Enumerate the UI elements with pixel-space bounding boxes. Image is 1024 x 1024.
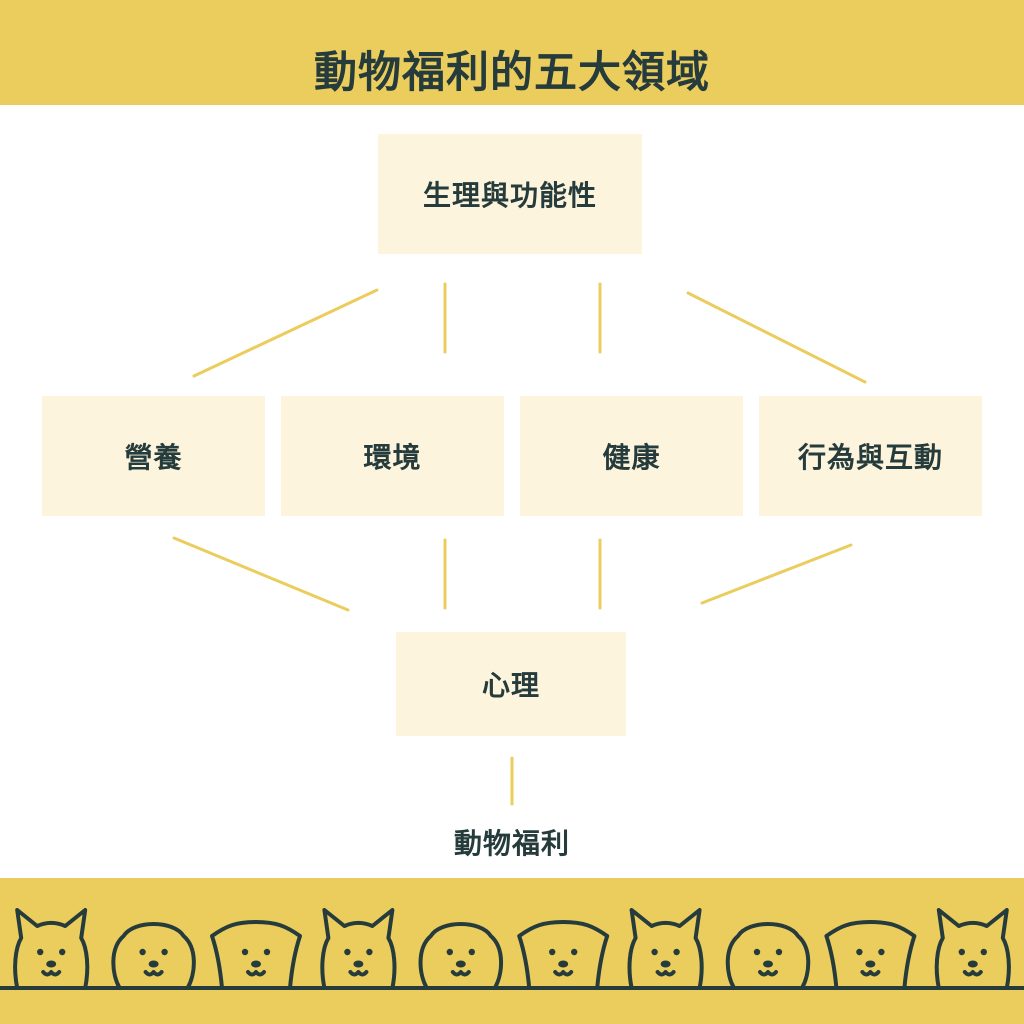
dog-mouth — [246, 970, 266, 977]
dog-eye — [856, 948, 863, 956]
dog-head-outline — [725, 922, 811, 990]
dog-eye — [878, 948, 885, 956]
domain-box-behaviour: 行為與互動 — [759, 396, 982, 516]
dog-mouth — [860, 970, 881, 977]
dog-eye — [980, 948, 987, 956]
domain-label: 環境 — [363, 441, 422, 474]
dog-head-outline — [13, 908, 90, 990]
dog-mouth — [655, 970, 676, 977]
dog-eye — [241, 948, 249, 956]
connector-line — [192, 288, 379, 378]
dog-nose — [763, 960, 773, 968]
header-banner — [0, 0, 1024, 105]
dog-head-outline — [210, 920, 302, 990]
dog-nose — [660, 960, 671, 968]
domain-box-physical: 生理與功能性 — [378, 134, 642, 254]
dog-eye — [263, 948, 271, 956]
dog-icon — [627, 908, 704, 990]
dog-head-outline — [418, 922, 504, 990]
result-label: 動物福利 — [453, 827, 570, 860]
dog-mouth — [143, 970, 164, 977]
dog-head-outline — [111, 922, 196, 990]
dog-icon — [725, 922, 811, 990]
dog-mouth — [758, 970, 778, 977]
domain-label: 生理與功能性 — [422, 179, 597, 212]
dog-nose — [558, 960, 569, 968]
dog-eye — [775, 948, 783, 956]
dog-eye — [139, 948, 146, 956]
dog-mouth — [348, 970, 369, 977]
dog-mouth — [41, 970, 62, 977]
dog-nose — [148, 960, 159, 968]
dog-eye — [549, 948, 556, 956]
dog-nose — [353, 960, 364, 968]
footer-banner — [0, 878, 1024, 1024]
dog-head-outline — [320, 908, 397, 990]
page-title: 動物福利的五大領域 — [314, 48, 710, 98]
connector-line — [686, 291, 867, 384]
dog-eye — [468, 948, 475, 956]
dog-head-outline — [824, 920, 917, 990]
dog-eye — [753, 948, 761, 956]
dog-eye — [958, 948, 965, 956]
dog-head-outline — [627, 908, 704, 990]
domain-label: 營養 — [124, 441, 183, 474]
dog-eye — [366, 948, 373, 956]
dog-icon — [320, 908, 397, 990]
dog-nose — [865, 960, 876, 968]
domain-label: 行為與互動 — [797, 441, 943, 474]
dog-icon — [418, 922, 504, 990]
dog-icon — [517, 920, 610, 990]
dog-mouth — [450, 970, 471, 977]
dog-head-outline — [934, 908, 1011, 990]
dog-head-outline — [517, 920, 610, 990]
domain-label: 心理 — [481, 669, 540, 702]
dog-nose — [967, 960, 978, 968]
dog-eye — [37, 948, 44, 956]
dog-nose — [46, 960, 57, 968]
dog-icon — [111, 922, 196, 990]
domain-box-nutrition: 營養 — [42, 396, 265, 516]
dog-icon — [210, 920, 302, 990]
dog-eye — [673, 948, 680, 956]
domain-label: 健康 — [602, 441, 661, 474]
dog-eye — [446, 948, 453, 956]
dog-icon — [13, 908, 90, 990]
domain-box-mental: 心理 — [396, 632, 626, 736]
dog-faces-illustration — [0, 908, 1024, 990]
domain-box-health: 健康 — [520, 396, 743, 516]
dog-icon — [824, 920, 917, 990]
dog-mouth — [962, 970, 983, 977]
dog-icon — [934, 908, 1011, 990]
connector-line — [172, 536, 350, 612]
domain-box-environment: 環境 — [281, 396, 504, 516]
dog-nose — [251, 960, 261, 968]
dog-eye — [161, 948, 168, 956]
dog-eye — [571, 948, 578, 956]
dog-eye — [651, 948, 658, 956]
dog-nose — [455, 960, 466, 968]
connector-line — [700, 543, 853, 605]
dog-eye — [59, 948, 66, 956]
dog-eye — [344, 948, 351, 956]
dog-mouth — [553, 970, 574, 977]
